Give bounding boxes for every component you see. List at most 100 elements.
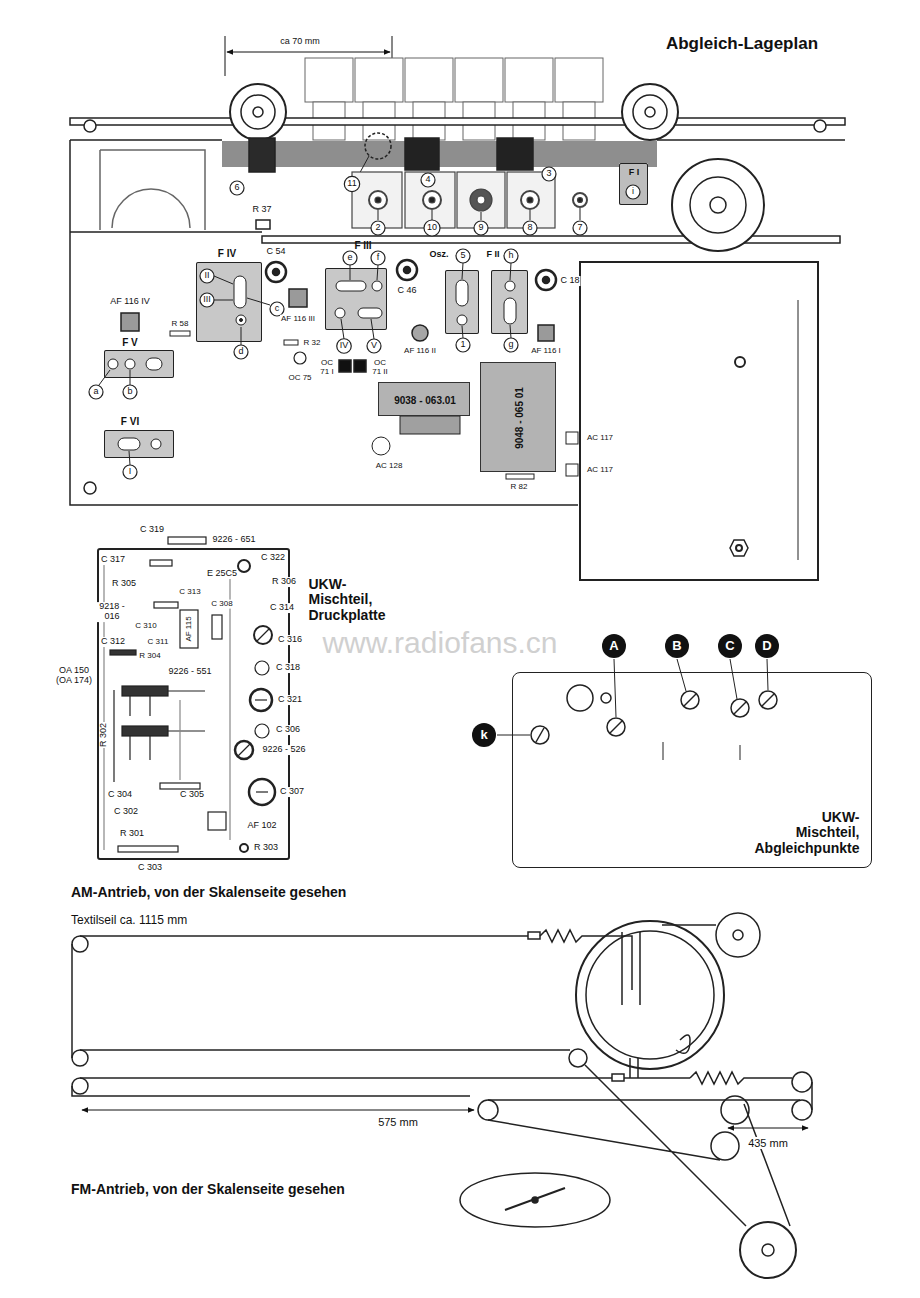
node-label: 9048 - 065 01 [514, 387, 525, 449]
pcb-details [110, 650, 136, 655]
filter-cans [196, 262, 262, 342]
dial-mechanism [365, 133, 391, 159]
fm-drive-cord [505, 1188, 565, 1210]
page-title: Abgleich-Lageplan [666, 35, 818, 54]
pcb-details [257, 629, 269, 641]
callout-number: f [377, 253, 380, 263]
alignment-marker: D [755, 634, 779, 658]
trimmer-row [477, 196, 485, 204]
filter-cans [372, 281, 382, 291]
dial-mechanism [814, 120, 826, 132]
trimmer-row [521, 191, 539, 209]
filter-cans [236, 315, 246, 325]
chassis-outline [690, 177, 746, 233]
part-label: OA 150 (OA 174) [51, 666, 97, 686]
part-label: R 82 [510, 483, 529, 492]
part-label: R 302 [99, 722, 109, 748]
am-drive-cord [622, 932, 640, 1005]
fm-drive-cord [532, 1197, 538, 1203]
part-label: AF 116 I [530, 347, 562, 356]
trimmer-row [423, 191, 441, 209]
part-label: C 313 [178, 588, 201, 597]
part-label: R 304 [138, 652, 161, 661]
callout-number: g [508, 340, 513, 350]
tuner-housing [580, 262, 818, 580]
callout-circle [337, 339, 352, 354]
callout-circle [371, 251, 385, 265]
leader-line [99, 263, 511, 465]
pcb-details [150, 560, 172, 566]
part-label: AF 116 II [403, 347, 437, 356]
callout-number: 9 [478, 223, 483, 233]
am-drive-cord [610, 936, 632, 990]
alignment-points [531, 726, 549, 744]
dial-mechanism [405, 138, 439, 170]
part-label: R 58 [171, 320, 190, 329]
am-drive-cord [576, 921, 724, 1069]
callout-number: 6 [234, 183, 239, 193]
components [284, 340, 298, 345]
filter-cans [104, 430, 174, 458]
callout-circle [123, 385, 137, 399]
alignment-points [663, 742, 664, 760]
part-label: C 308 [210, 600, 233, 609]
pcb-details [168, 537, 206, 544]
callout-number: II [204, 271, 209, 281]
part-label: C 46 [396, 286, 417, 296]
chassis-outline [710, 197, 726, 213]
fm-drive-cord [488, 1065, 790, 1226]
tuner-housing [580, 262, 818, 580]
filter-can: F I [619, 163, 648, 205]
section-heading: FM-Antrieb, von der Skalenseite gesehen [70, 1182, 346, 1197]
dimension-line [82, 1110, 808, 1128]
components [397, 260, 417, 280]
part-label: R 306 [271, 577, 297, 587]
trimmer-row [369, 191, 387, 209]
alignment-marker: C [718, 634, 742, 658]
fm-drive-cord [711, 1132, 739, 1160]
callout-circle [424, 220, 440, 236]
components [289, 289, 307, 307]
trimmer-row [377, 210, 378, 220]
mixer-panel: UKW- Mischteil, Abgleichpunkte [512, 672, 872, 868]
dimension-line [225, 36, 226, 76]
callout-circle [542, 167, 556, 181]
filter-cans [457, 315, 467, 325]
leader-line [462, 263, 463, 279]
alignment-marker: k [472, 723, 496, 747]
node-heading: F III [354, 240, 371, 251]
part-label: C 304 [107, 790, 133, 800]
components [266, 262, 286, 282]
components [566, 464, 578, 476]
callout-number: 5 [460, 251, 465, 261]
callout-number: i [632, 187, 634, 197]
alignment-points [759, 691, 777, 709]
am-drive-cord [733, 930, 743, 940]
filter-can: F II [491, 270, 528, 334]
dimension-label: 435 mm [747, 1137, 789, 1149]
pcb-details [255, 661, 269, 675]
callout-number: V [371, 341, 377, 351]
watermark: www.radiofans.cn [322, 626, 557, 659]
node-label: A [609, 639, 618, 653]
filter-can: F III [325, 268, 387, 330]
pcb-details [240, 844, 248, 852]
filter-cans [505, 281, 515, 291]
part-label: R 303 [253, 843, 279, 853]
fm-drive-cord [72, 1086, 470, 1096]
chassis-outline [100, 150, 205, 230]
callout-circle [367, 339, 381, 353]
dimension-line [227, 52, 390, 53]
chassis-outline [84, 482, 96, 494]
part-label: C 305 [179, 790, 205, 800]
part-label: 9218 - 016 [94, 602, 130, 622]
components [294, 352, 306, 364]
dial-mechanism [84, 120, 96, 132]
am-drive-cord [662, 924, 716, 926]
push-buttons [405, 58, 453, 102]
components [339, 360, 351, 372]
pcb-details [118, 846, 178, 852]
dial-mechanism [622, 84, 678, 140]
fm-drive-cord [792, 1072, 812, 1092]
